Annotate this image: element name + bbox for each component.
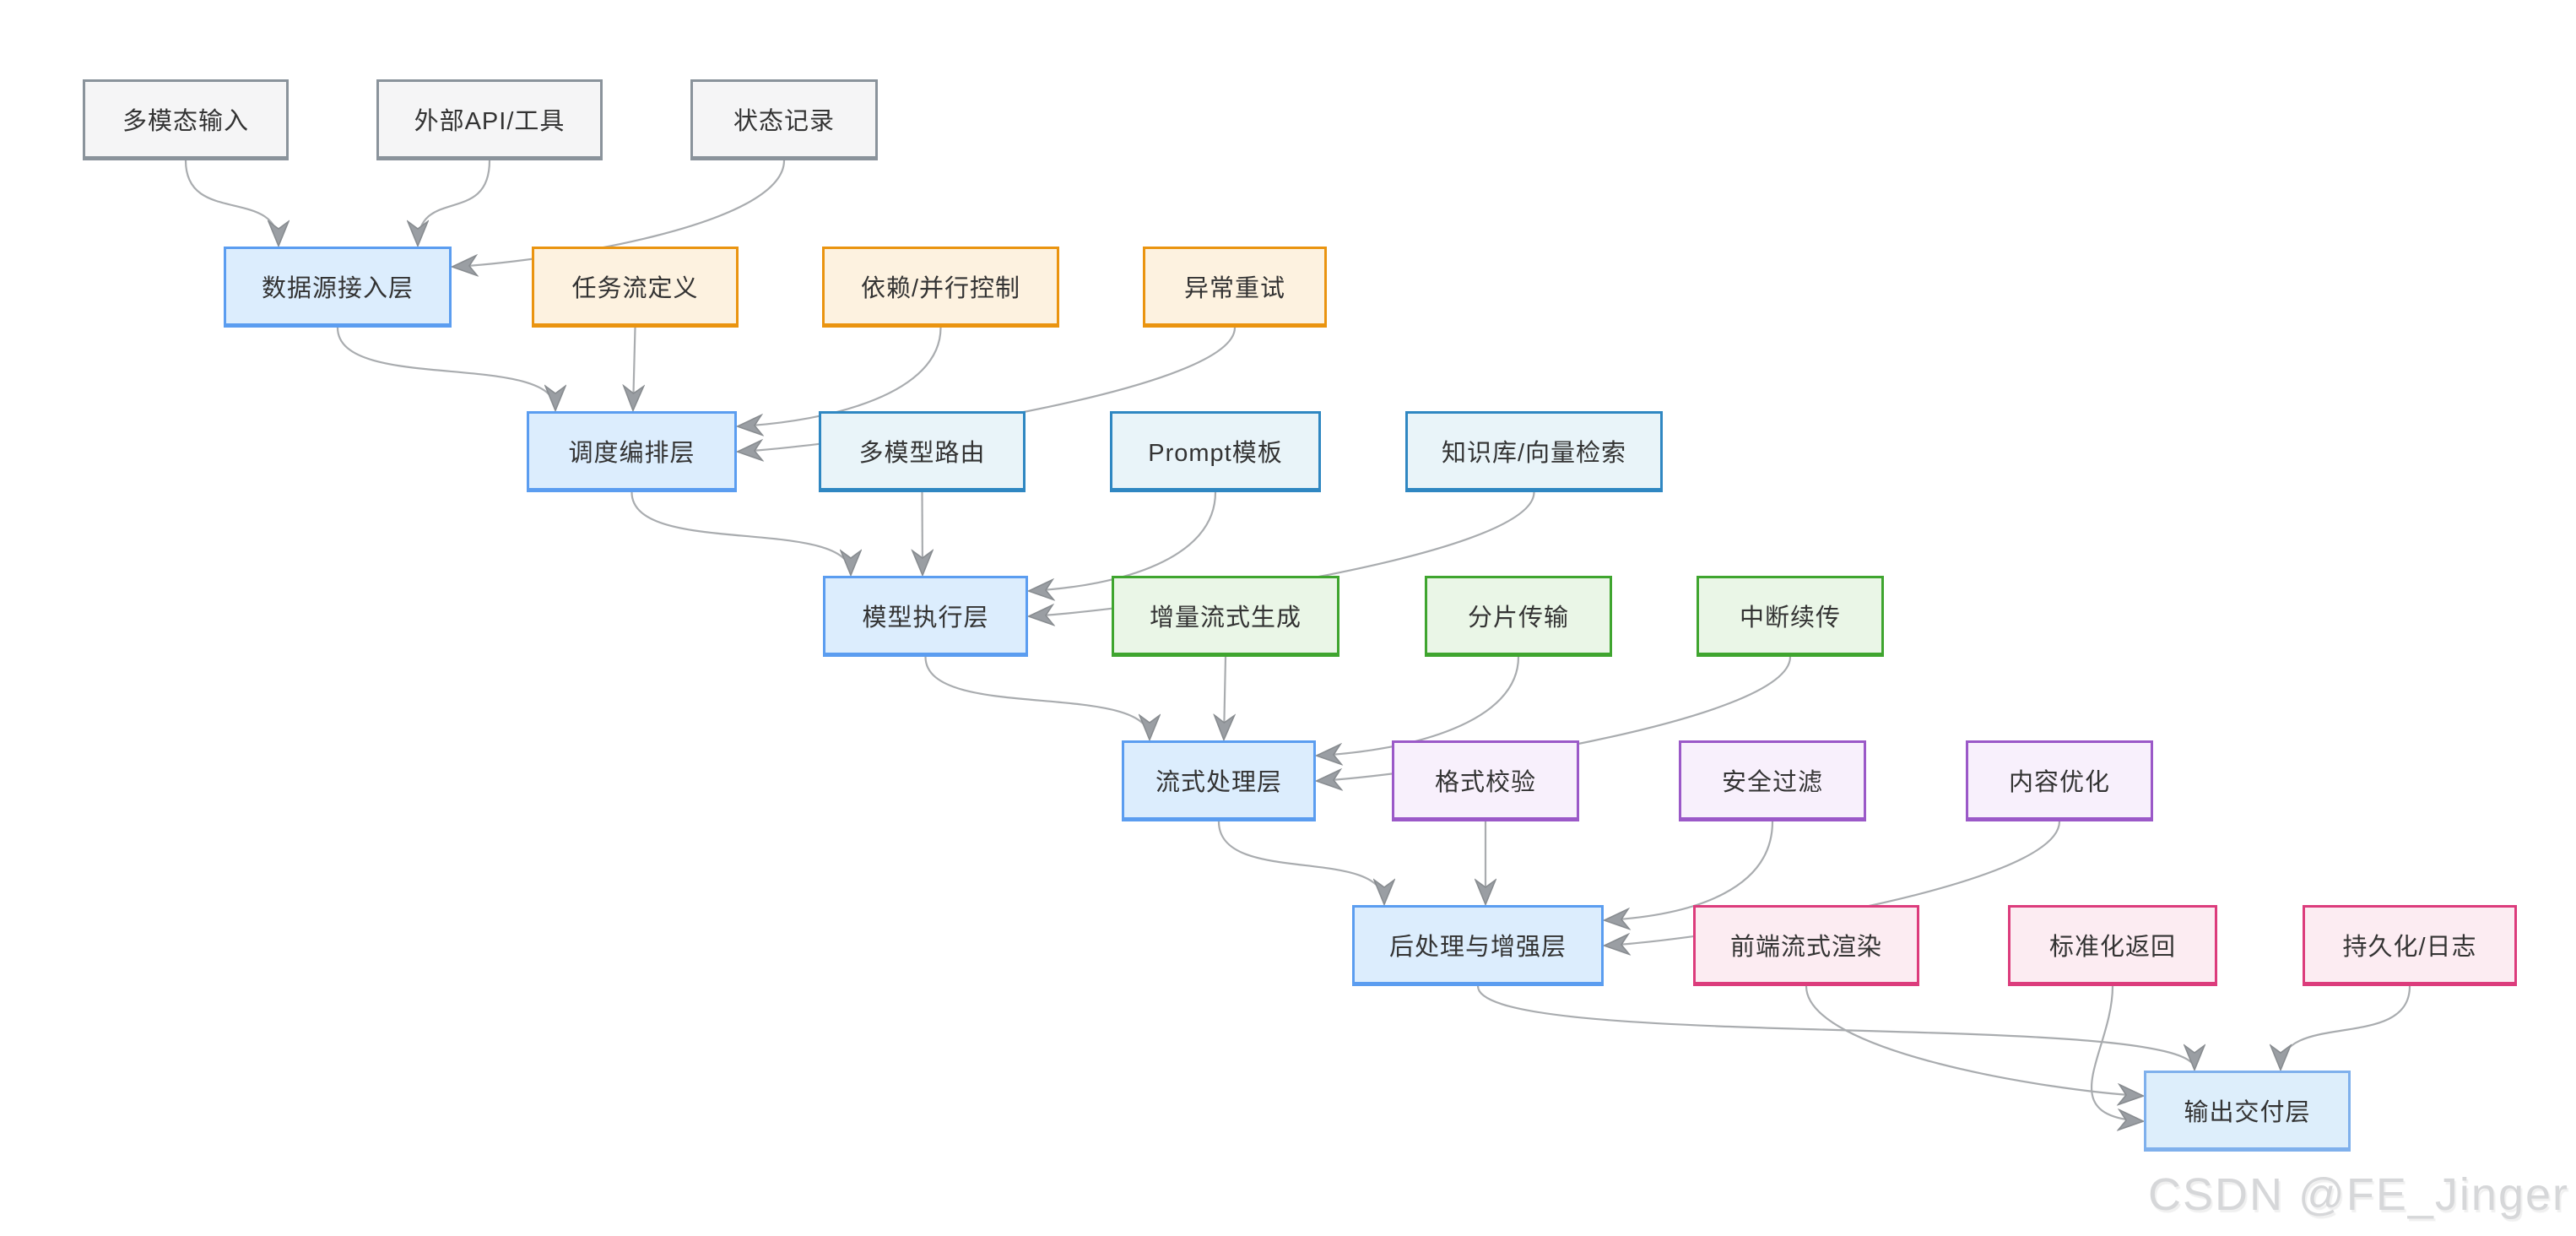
watermark-text: CSDN @FE_Jinger	[2148, 1169, 2569, 1220]
node-chunked: 分片传输	[1425, 576, 1612, 657]
edge-state-record-to-ingest-layer	[453, 160, 786, 267]
edge-taskflow-to-scheduler-layer	[633, 327, 636, 409]
edge-safety-filter-to-post-layer	[1605, 821, 1774, 920]
edge-scheduler-layer-to-executor-layer	[630, 491, 852, 574]
node-incremental: 增量流式生成	[1112, 576, 1339, 657]
node-external-api: 外部API/工具	[376, 79, 603, 160]
node-model-route: 多模型路由	[819, 411, 1026, 492]
edge-stream-layer-to-post-layer	[1217, 821, 1384, 903]
node-state-record: 状态记录	[690, 79, 878, 160]
node-taskflow: 任务流定义	[532, 247, 739, 328]
node-resume: 中断续传	[1697, 576, 1884, 657]
edge-executor-layer-to-stream-layer	[924, 656, 1150, 739]
node-stream-layer: 流式处理层	[1122, 740, 1316, 821]
edge-post-layer-to-delivery-layer	[1476, 985, 2194, 1069]
node-prompt-template: Prompt模板	[1110, 411, 1321, 492]
edge-incremental-to-stream-layer	[1224, 656, 1226, 739]
node-multimodal-input: 多模态输入	[83, 79, 289, 160]
edge-ingest-layer-to-scheduler-layer	[336, 327, 555, 409]
node-dependency: 依赖/并行控制	[822, 247, 1059, 328]
node-frontend-render: 前端流式渲染	[1693, 905, 1919, 986]
node-standard-return: 标准化返回	[2008, 905, 2217, 986]
edge-external-api-to-ingest-layer	[418, 160, 491, 245]
edge-chunked-to-stream-layer	[1318, 656, 1520, 756]
edge-standard-return-to-delivery-layer	[2091, 985, 2142, 1121]
edge-persist-log-to-delivery-layer	[2281, 985, 2411, 1069]
node-content-opt: 内容优化	[1966, 740, 2153, 821]
node-safety-filter: 安全过滤	[1679, 740, 1866, 821]
node-executor-layer: 模型执行层	[823, 576, 1028, 657]
edge-frontend-render-to-delivery-layer	[1805, 985, 2142, 1096]
node-format-check: 格式校验	[1392, 740, 1579, 821]
edge-resume-to-stream-layer	[1318, 656, 1792, 781]
edge-dependency-to-scheduler-layer	[739, 327, 942, 426]
node-ingest-layer: 数据源接入层	[224, 247, 452, 328]
node-persist-log: 持久化/日志	[2303, 905, 2517, 986]
node-scheduler-layer: 调度编排层	[527, 411, 737, 492]
edge-prompt-template-to-executor-layer	[1030, 491, 1217, 591]
node-post-layer: 后处理与增强层	[1352, 905, 1604, 986]
node-delivery-layer: 输出交付层	[2144, 1071, 2351, 1152]
edge-multimodal-input-to-ingest-layer	[184, 160, 279, 245]
node-retry: 异常重试	[1143, 247, 1327, 328]
node-knowledge: 知识库/向量检索	[1405, 411, 1663, 492]
